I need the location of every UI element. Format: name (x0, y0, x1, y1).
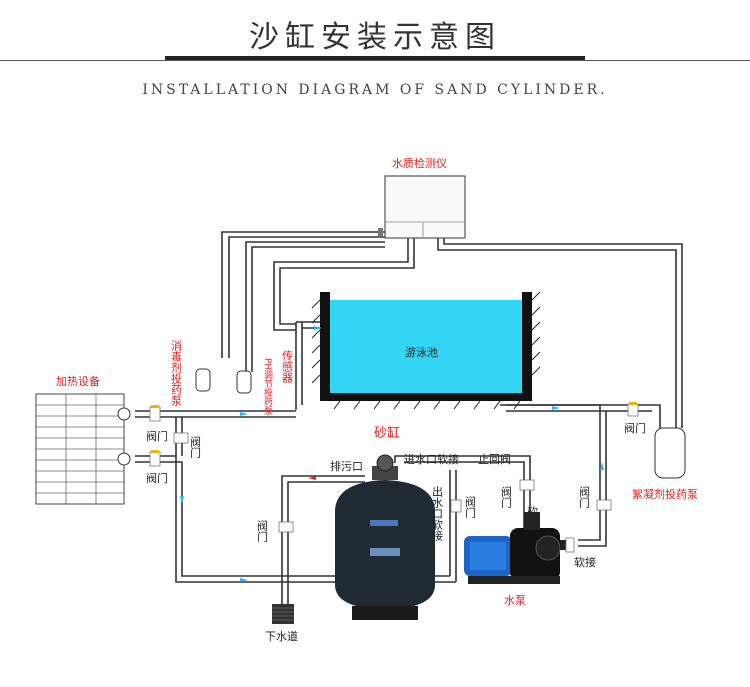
valve-label-outlet: 阀门 (464, 495, 477, 519)
valve-label-right: 阀门 (578, 485, 591, 509)
return-valve-label: 止回阀 (478, 452, 511, 466)
pump-label: 水泵 (504, 594, 526, 607)
page-subtitle: INSTALLATION DIAGRAM OF SAND CYLINDER. (142, 82, 608, 98)
hose-label-right: 软接 (574, 555, 596, 569)
sand-tank (335, 454, 435, 620)
heater-label: 加热设备 (56, 374, 100, 388)
valve-handles (151, 402, 637, 453)
flocculant-dosing-pump (654, 427, 686, 479)
valve-label-bypass: 阀门 (189, 435, 202, 459)
sand-tank-label: 砂缸 (374, 425, 400, 441)
ph-pump-label: PH调节投药泵 (262, 358, 273, 415)
sewer-label: 下水道 (265, 629, 298, 643)
title-underline-bar (165, 56, 585, 61)
heater (35, 393, 131, 505)
valve-label-flocculant: 阀门 (624, 421, 646, 435)
svg-text:阀门: 阀门 (500, 485, 513, 509)
svg-text:消毒剂投药泵: 消毒剂投药泵 (170, 339, 183, 406)
sewer-drain (272, 604, 294, 624)
svg-text:阀门: 阀门 (189, 435, 202, 459)
water-quality-label: 水质检测仪 (392, 156, 447, 170)
svg-text:软接: 软接 (526, 505, 539, 529)
water-pump (464, 512, 574, 584)
flow-arrows (180, 326, 604, 582)
drain-outlet-label: 排污口 (330, 459, 363, 473)
svg-text:阀门: 阀门 (256, 519, 269, 543)
flocculant-pump-label: 絮凝剂投药泵 (632, 487, 698, 501)
valve-label-pump: 阀门 (500, 485, 513, 509)
title-divider (0, 60, 750, 61)
svg-text:阀门: 阀门 (464, 495, 477, 519)
pool-label: 游泳池 (405, 345, 438, 359)
sensor-label: 传感器 (281, 350, 294, 384)
outlet-hose-label: 出水口软接 (431, 485, 444, 542)
ph-dosing-pump (236, 370, 252, 394)
drain-arrow (308, 476, 316, 480)
disinfectant-pump-label: 消毒剂投药泵 (170, 339, 183, 406)
svg-text:阀门: 阀门 (578, 485, 591, 509)
valve-label-heater-top: 阀门 (146, 429, 168, 443)
page-title: 沙缸安装示意图 (249, 20, 501, 55)
pump-hose-label: 软接 (526, 505, 539, 529)
swimming-pool (311, 291, 541, 410)
valves (149, 403, 639, 553)
svg-text:出水口软接: 出水口软接 (431, 485, 444, 542)
water-quality-instrument (378, 175, 466, 239)
svg-text:传感器: 传感器 (281, 350, 294, 384)
valve-label-drain: 阀门 (256, 519, 269, 543)
disinfectant-dosing-pump (195, 368, 211, 392)
svg-text:PH调节投药泵: PH调节投药泵 (262, 358, 273, 415)
inlet-hose-label: 进水口软接 (404, 452, 459, 466)
valve-label-heater-bottom: 阀门 (146, 471, 168, 485)
